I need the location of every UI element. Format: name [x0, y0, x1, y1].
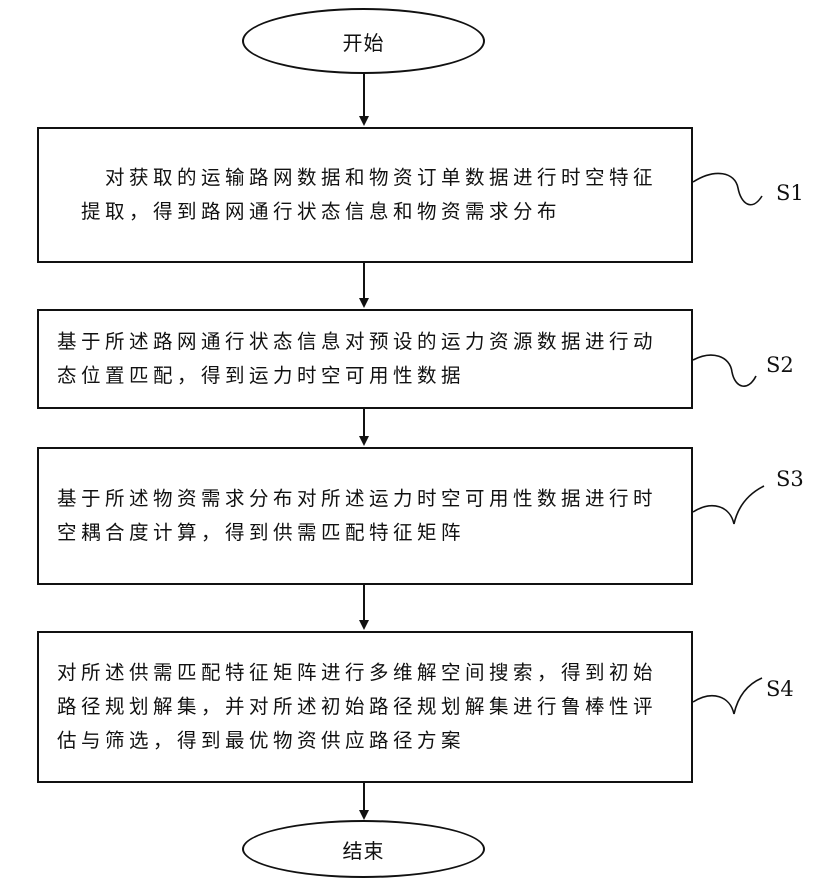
step-label-s1: S1: [776, 181, 804, 205]
step-box-s2: 基于所述路网通行状态信息对预设的运力资源数据进行动态位置匹配，得到运力时空可用性…: [37, 309, 693, 409]
step-text-s3: 基于所述物资需求分布对所述运力时空可用性数据进行时空耦合度计算，得到供需匹配特征…: [39, 482, 691, 550]
leader-s3: [693, 486, 764, 524]
leader-s2: [693, 355, 756, 386]
step-label-s4: S4: [766, 677, 794, 701]
step-box-s1: 对获取的运输路网数据和物资订单数据进行时空特征提取，得到路网通行状态信息和物资需…: [37, 127, 693, 263]
step-label-s3: S3: [776, 467, 804, 491]
leader-s1: [693, 173, 762, 204]
step-box-s3: 基于所述物资需求分布对所述运力时空可用性数据进行时空耦合度计算，得到供需匹配特征…: [37, 447, 693, 585]
step-box-s4: 对所述供需匹配特征矩阵进行多维解空间搜索，得到初始路径规划解集，并对所述初始路径…: [37, 631, 693, 783]
leader-s4: [693, 678, 762, 714]
start-node: 开始: [242, 8, 485, 74]
step-label-s2: S2: [766, 353, 794, 377]
step-text-s4: 对所述供需匹配特征矩阵进行多维解空间搜索，得到初始路径规划解集，并对所述初始路径…: [39, 656, 691, 758]
step-text-s1: 对获取的运输路网数据和物资订单数据进行时空特征提取，得到路网通行状态信息和物资需…: [39, 161, 691, 229]
end-node: 结束: [242, 820, 485, 878]
step-text-s2: 基于所述路网通行状态信息对预设的运力资源数据进行动态位置匹配，得到运力时空可用性…: [39, 325, 691, 393]
